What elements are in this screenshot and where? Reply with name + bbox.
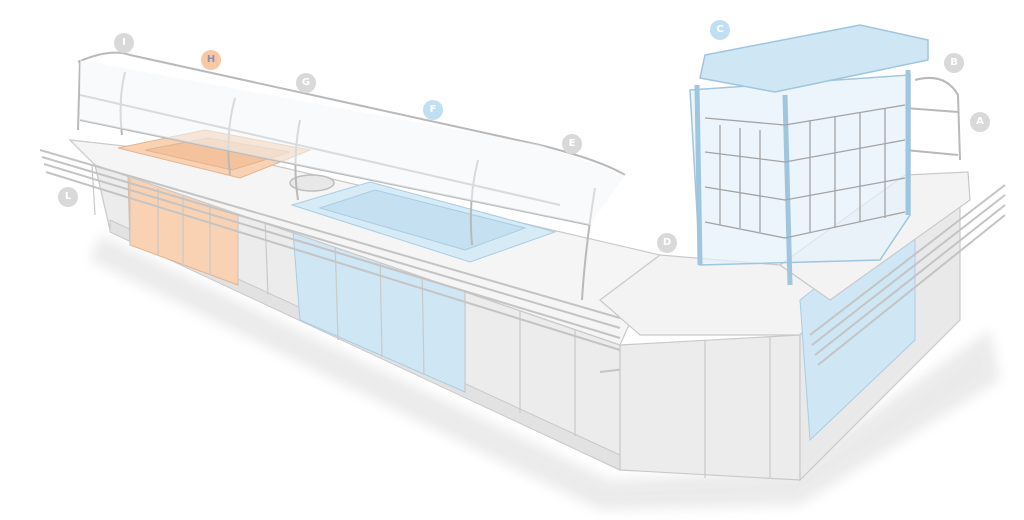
display-cabinet-c-body: [689, 74, 911, 266]
ground-shadow: [90, 235, 1000, 510]
right-sneeze-guard: [904, 76, 961, 161]
marker-a: A: [970, 112, 990, 132]
module-g-cutout: [289, 174, 335, 192]
marker-b: B: [944, 53, 964, 73]
marker-d: D: [657, 233, 677, 253]
corner-d-front: [619, 334, 801, 481]
module-f-well-inner: [318, 189, 527, 251]
marker-g: G: [296, 73, 316, 93]
marker-e: E: [562, 134, 582, 154]
corner-d-dividers: [704, 337, 771, 478]
marker-h: H: [201, 50, 221, 70]
sneeze-guard-glass: [80, 60, 625, 225]
display-cabinet-c-shelves: [704, 104, 906, 239]
marker-l: L: [58, 187, 78, 207]
display-cabinet-c-canopy: [699, 24, 929, 93]
marker-i: I: [114, 33, 134, 53]
right-tray-rails: [809, 184, 1006, 366]
left-tray-rails: [39, 149, 831, 373]
marker-c: C: [710, 20, 730, 40]
display-cabinet-c-posts: [694, 70, 911, 286]
marker-f: F: [423, 100, 443, 120]
